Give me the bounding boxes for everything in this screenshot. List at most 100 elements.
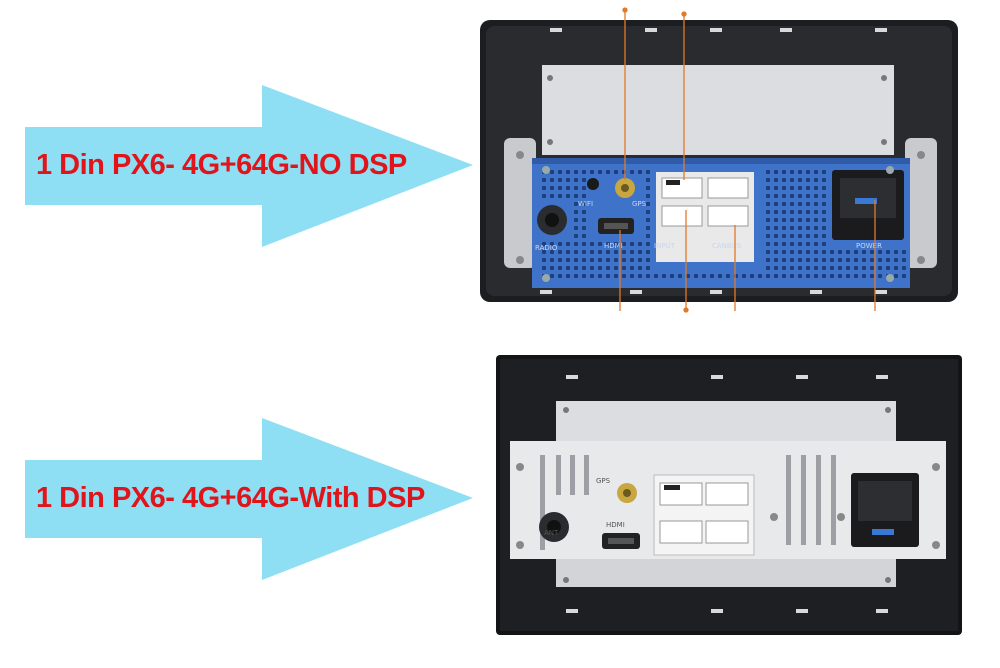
vent-hole xyxy=(638,274,642,278)
vent-hole xyxy=(782,266,786,270)
vent-hole xyxy=(766,170,770,174)
vent-hole xyxy=(630,258,634,262)
vent-hole xyxy=(790,170,794,174)
vent-hole xyxy=(798,242,802,246)
vent-hole xyxy=(766,186,770,190)
vent-hole xyxy=(678,274,682,278)
vent-hole xyxy=(806,194,810,198)
vent-hole xyxy=(606,242,610,246)
vent-hole xyxy=(542,242,546,246)
vent-hole xyxy=(598,266,602,270)
vent-hole xyxy=(790,242,794,246)
vent-hole xyxy=(854,274,858,278)
vent-hole xyxy=(846,258,850,262)
vent-hole xyxy=(854,250,858,254)
vent-hole xyxy=(822,210,826,214)
vent-hole xyxy=(894,250,898,254)
vent-hole xyxy=(542,178,546,182)
vent-hole xyxy=(782,258,786,262)
vent-hole xyxy=(814,258,818,262)
vent-hole xyxy=(862,266,866,270)
vent-hole xyxy=(606,170,610,174)
vent-hole xyxy=(566,250,570,254)
vent-hole xyxy=(766,258,770,262)
hdmi-label: HDMI xyxy=(604,242,623,250)
vent-hole xyxy=(582,178,586,182)
vent-hole xyxy=(790,210,794,214)
power-label: POWER xyxy=(856,242,882,250)
vent-hole xyxy=(782,218,786,222)
vent-hole xyxy=(790,218,794,222)
vent-hole xyxy=(774,170,778,174)
vent-hole xyxy=(582,218,586,222)
vent-hole xyxy=(582,266,586,270)
vent-hole xyxy=(614,274,618,278)
vent-hole xyxy=(862,258,866,262)
vent-hole xyxy=(606,274,610,278)
vent-hole xyxy=(686,274,690,278)
vent-hole xyxy=(774,210,778,214)
vent-hole xyxy=(590,170,594,174)
vent-hole xyxy=(582,250,586,254)
vent-hole xyxy=(878,274,882,278)
vent-hole xyxy=(862,274,866,278)
vent-hole xyxy=(558,250,562,254)
vent-hole xyxy=(638,250,642,254)
vent-hole xyxy=(894,274,898,278)
vent-hole xyxy=(798,170,802,174)
product-label-with-dsp: 1 Din PX6- 4G+64G-With DSP xyxy=(36,482,425,514)
vent-hole xyxy=(558,178,562,182)
vent-hole xyxy=(774,274,778,278)
vent-hole xyxy=(774,202,778,206)
vent-hole xyxy=(798,210,802,214)
vent-hole xyxy=(582,226,586,230)
vent-hole xyxy=(846,274,850,278)
vent-hole xyxy=(646,258,650,262)
vent-hole xyxy=(574,210,578,214)
vent-hole xyxy=(582,202,586,206)
vent-hole xyxy=(782,202,786,206)
vent-hole xyxy=(638,170,642,174)
vent-hole xyxy=(798,266,802,270)
vent-hole xyxy=(814,210,818,214)
vent-hole xyxy=(590,274,594,278)
vent-hole xyxy=(614,242,618,246)
vent-hole xyxy=(814,274,818,278)
vent-hole xyxy=(902,258,906,262)
vent-hole xyxy=(798,274,802,278)
ant-label: ANT xyxy=(544,529,559,537)
vent-hole xyxy=(830,274,834,278)
vent-hole xyxy=(878,250,882,254)
vent-hole xyxy=(574,218,578,222)
vent-hole xyxy=(822,226,826,230)
vent-hole xyxy=(774,258,778,262)
vent-hole xyxy=(774,186,778,190)
vent-hole xyxy=(574,250,578,254)
vent-hole xyxy=(598,250,602,254)
vent-hole xyxy=(646,186,650,190)
vent-hole xyxy=(822,266,826,270)
vent-hole xyxy=(822,194,826,198)
vent-hole xyxy=(790,266,794,270)
vent-hole xyxy=(550,170,554,174)
vent-hole xyxy=(806,170,810,174)
vent-hole xyxy=(830,250,834,254)
vent-hole xyxy=(814,234,818,238)
vent-hole xyxy=(558,258,562,262)
vent-hole xyxy=(622,250,626,254)
vent-hole xyxy=(542,186,546,190)
vent-hole xyxy=(574,274,578,278)
vent-hole xyxy=(646,234,650,238)
head-unit-no-dsp: WIFI GPS RADIO HDMI INPUT CANBUS POWER xyxy=(480,20,958,302)
vent-hole xyxy=(814,178,818,182)
arrow-shape xyxy=(25,85,473,247)
vent-hole xyxy=(710,274,714,278)
vent-hole xyxy=(622,258,626,262)
vent-hole xyxy=(582,242,586,246)
gps-label: GPS xyxy=(632,200,647,208)
vent-hole xyxy=(806,250,810,254)
vent-hole xyxy=(766,218,770,222)
vent-hole xyxy=(766,242,770,246)
vent-hole xyxy=(606,250,610,254)
vent-hole xyxy=(774,242,778,246)
